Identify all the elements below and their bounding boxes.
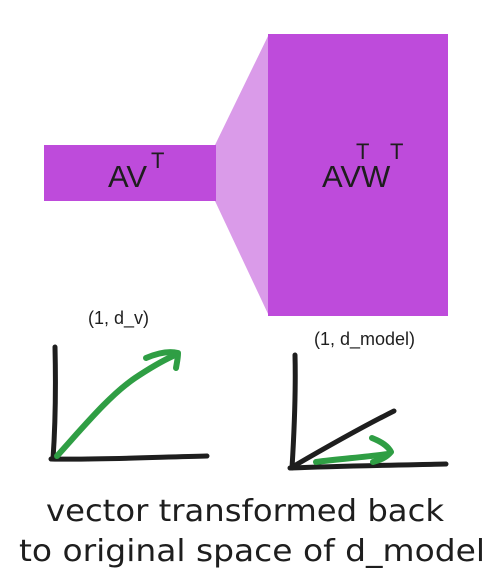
left-block — [44, 145, 216, 201]
projection-connector — [215, 34, 269, 316]
right-block-superscript-1: T — [356, 139, 369, 164]
right-black-vector — [291, 408, 397, 469]
left-block-label: AV — [108, 159, 147, 194]
left-x-axis — [48, 453, 210, 462]
right-block — [268, 34, 448, 316]
left-green-vector — [54, 353, 176, 459]
left-y-axis — [50, 344, 58, 462]
left-vector-arrowhead — [143, 349, 181, 371]
caption-line-1: vector transformed back — [46, 494, 445, 529]
right-green-vector — [313, 451, 391, 465]
right-vector-arrowhead — [369, 435, 394, 465]
right-block-superscript-2: T — [390, 139, 403, 164]
right-y-axis — [289, 352, 298, 471]
left-vector-plot — [48, 344, 210, 462]
right-block-label: AVW — [322, 159, 391, 194]
left-shape-label: (1, d_v) — [88, 308, 149, 329]
caption-line-2: to original space of d_model — [19, 534, 485, 569]
right-shape-label: (1, d_model) — [314, 329, 415, 350]
right-vector-plot — [287, 352, 449, 471]
right-x-axis — [287, 461, 449, 471]
left-block-superscript: T — [151, 148, 164, 173]
